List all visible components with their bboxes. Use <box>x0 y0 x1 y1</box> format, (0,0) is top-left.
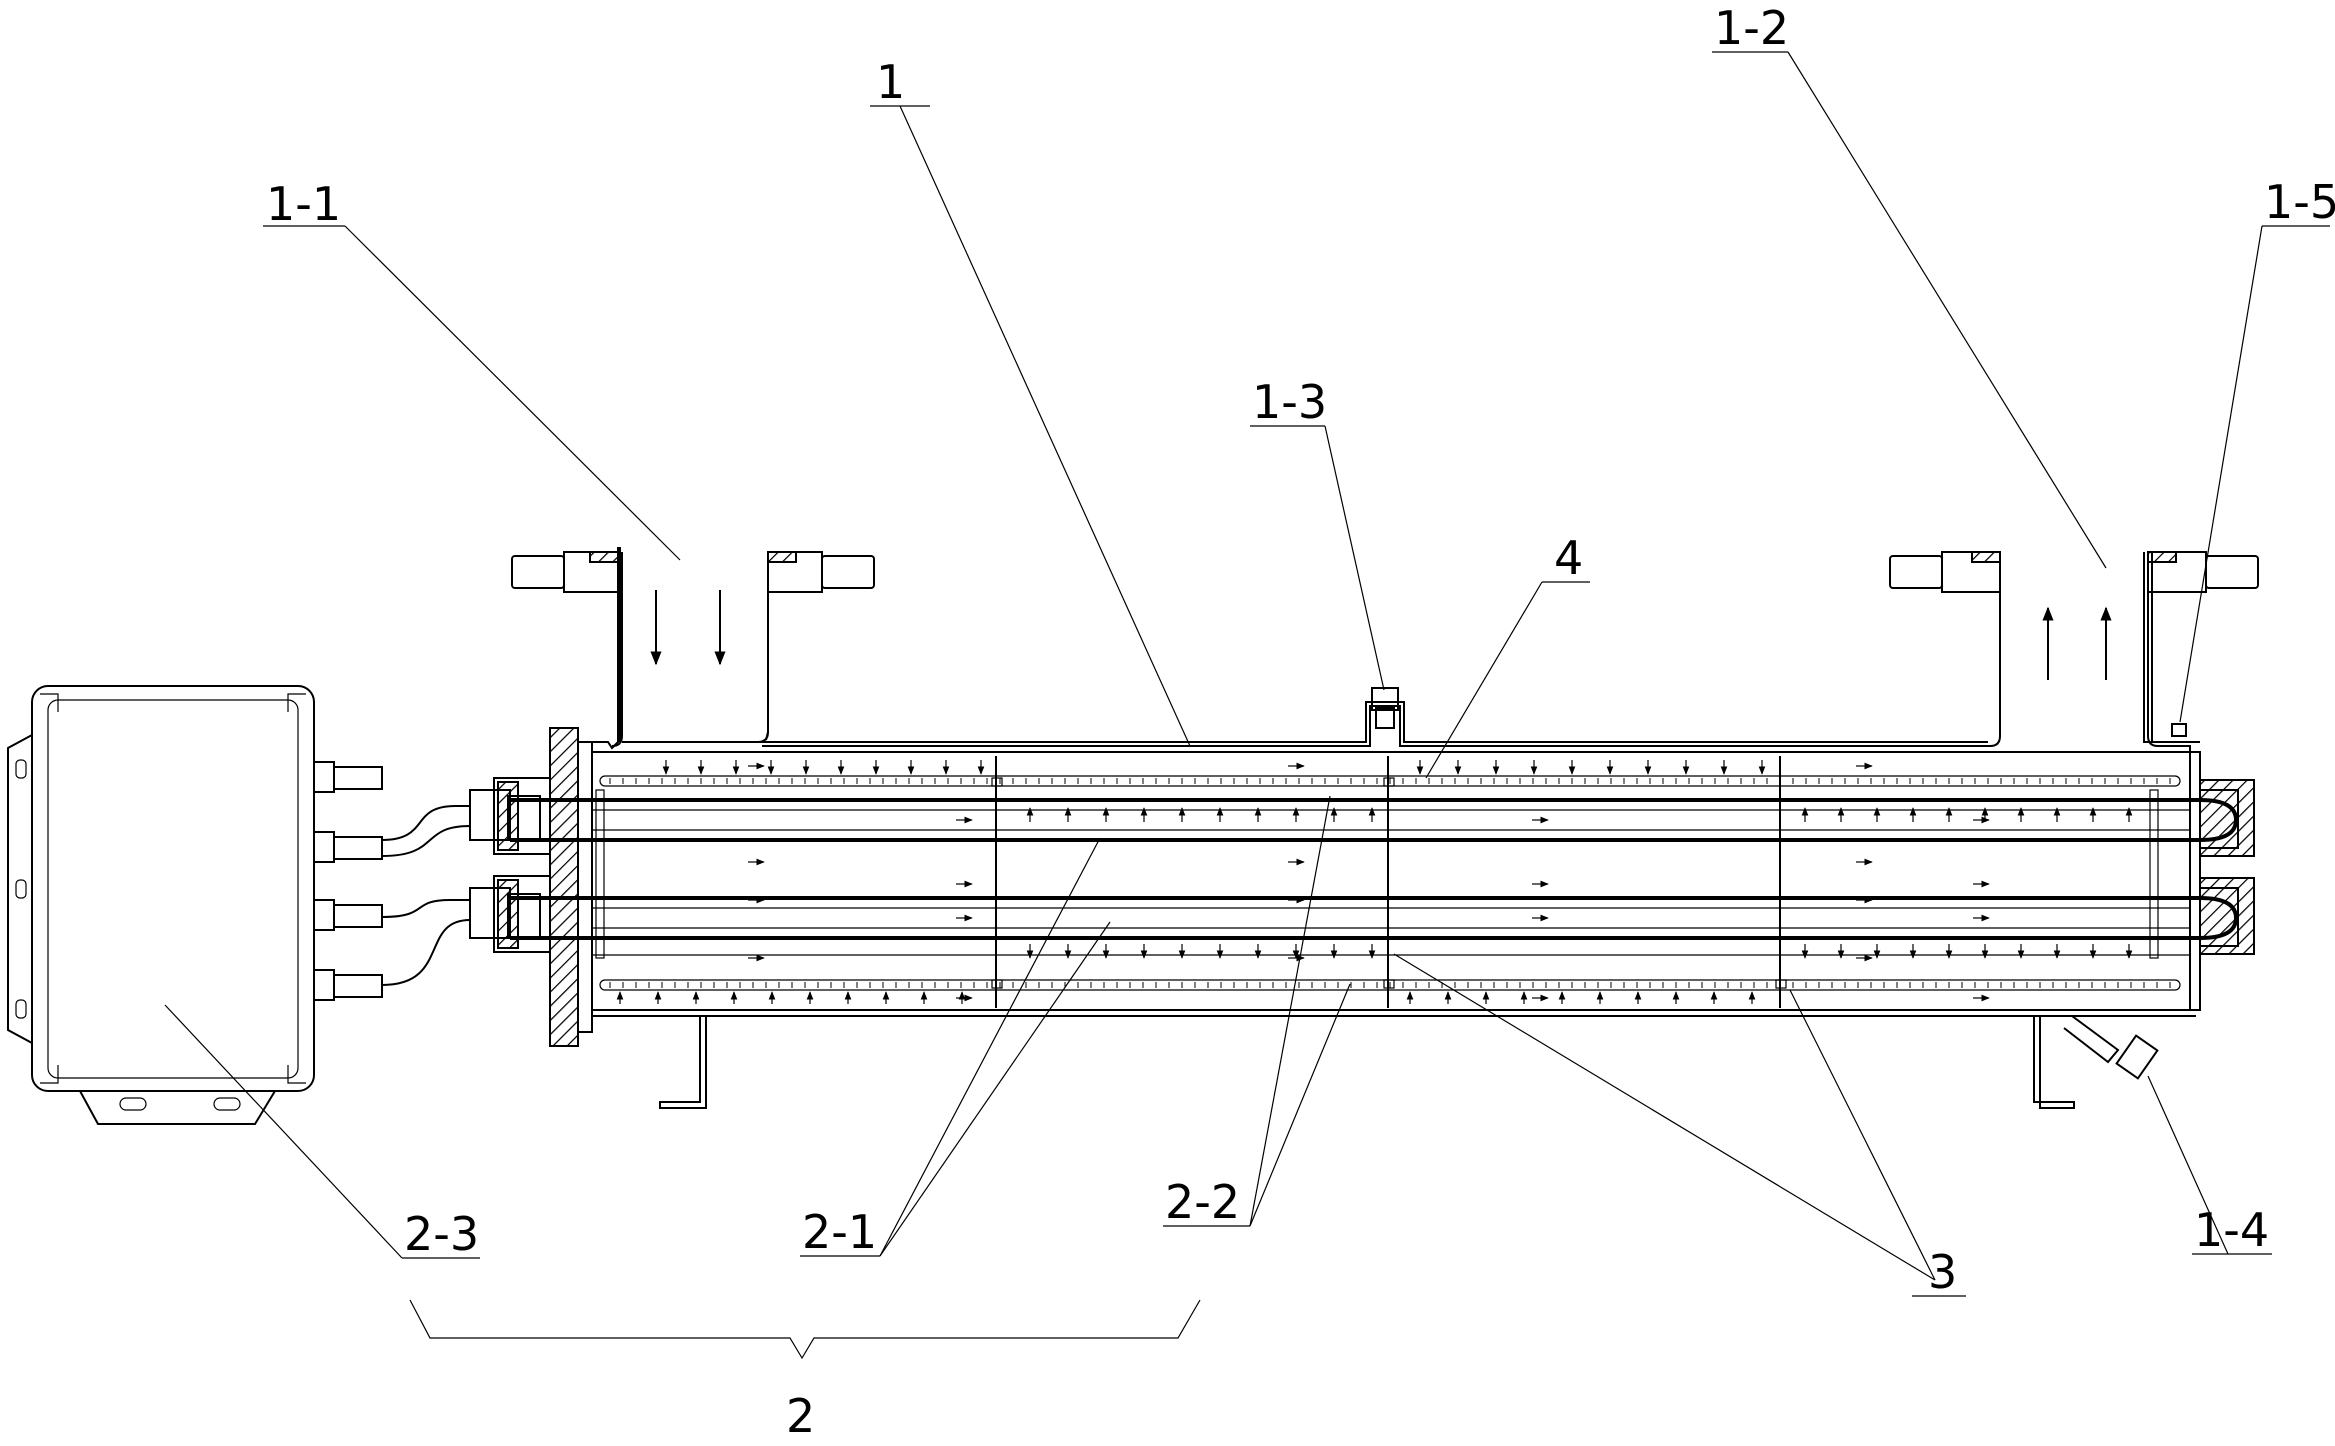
power-cables <box>381 805 471 986</box>
flow-arrows <box>616 760 2133 1004</box>
label-2-3: 2-3 <box>404 1207 479 1261</box>
left-end-flange <box>469 727 593 1047</box>
label-1-5: 1-5 <box>2264 175 2335 229</box>
labels: 1-1 1 1-2 1-5 1-3 4 2-3 2-1 2-2 3 1-4 2 <box>266 1 2335 1443</box>
right-end-caps <box>2199 779 2255 955</box>
label-4: 4 <box>1554 531 1583 585</box>
outlet-flange <box>1889 551 2259 680</box>
label-1-4: 1-4 <box>2194 1203 2269 1257</box>
leader-lines <box>164 51 2330 1360</box>
perforation-ticks <box>609 778 2171 988</box>
control-box <box>7 685 383 1125</box>
label-1-3: 1-3 <box>1252 375 1327 429</box>
label-2: 2 <box>786 1389 815 1443</box>
internal-components <box>510 756 2200 1008</box>
label-1: 1 <box>876 55 905 109</box>
label-1-1: 1-1 <box>266 177 341 231</box>
main-housing <box>592 547 2201 1109</box>
label-2-2: 2-2 <box>1165 1175 1240 1229</box>
inlet-flange <box>511 551 875 666</box>
label-3: 3 <box>1928 1245 1957 1299</box>
label-1-2: 1-2 <box>1714 1 1789 55</box>
label-2-1: 2-1 <box>802 1205 877 1259</box>
